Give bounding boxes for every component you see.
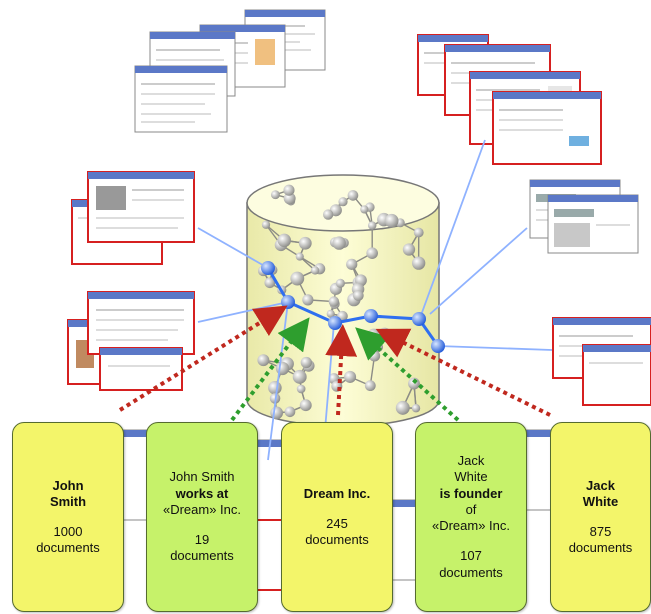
- page-connectors: [197, 139, 553, 461]
- card-text: 107: [460, 548, 482, 564]
- graph-node: [283, 184, 295, 196]
- highlighted-node: [412, 312, 426, 326]
- graph-node: [335, 278, 345, 288]
- graph-node: [296, 384, 306, 394]
- graph-node: [322, 209, 334, 220]
- card-text: Dream Inc.: [303, 485, 371, 501]
- graph-node: [300, 356, 312, 369]
- card-text: White: [582, 493, 619, 509]
- page-thumb: [87, 291, 195, 355]
- graph-node: [290, 271, 305, 286]
- graph-node: [344, 370, 357, 383]
- page-thumb: [134, 65, 228, 133]
- card-text: 875: [589, 524, 612, 539]
- graph-node: [298, 236, 312, 250]
- graph-node: [353, 290, 364, 301]
- green-arrow: [230, 317, 310, 422]
- card-text: documents: [568, 540, 633, 556]
- graph-node: [261, 220, 271, 229]
- graph-node: [277, 233, 292, 248]
- card-text: of: [465, 501, 477, 517]
- card-text: White: [454, 469, 488, 485]
- card-text: 245: [326, 515, 348, 531]
- graph-node: [310, 266, 320, 275]
- red-arrow: [375, 328, 551, 417]
- graph-node: [270, 190, 280, 200]
- graph-node: [364, 380, 376, 392]
- card-text: Smith: [49, 493, 87, 509]
- graph-node: [346, 258, 358, 270]
- card-text: documents: [170, 548, 234, 564]
- graph-node: [295, 252, 304, 261]
- card-text: 19: [194, 532, 210, 548]
- graph-node: [268, 380, 282, 395]
- graph-node: [378, 327, 392, 341]
- graph-node: [367, 221, 377, 230]
- graph-node: [384, 213, 399, 228]
- card-text: John: [52, 477, 84, 493]
- graph-node: [292, 369, 307, 384]
- graph-node: [411, 404, 421, 413]
- highlighted-node: [364, 309, 378, 323]
- graph-node: [366, 247, 378, 259]
- dotted-arrows: [118, 305, 551, 422]
- card-text: Jack: [457, 453, 485, 469]
- card-text: documents: [36, 540, 100, 556]
- card-text: documents: [305, 532, 369, 548]
- page-thumb: [87, 171, 195, 243]
- card-text: Jack: [586, 477, 615, 493]
- graph-node: [275, 361, 290, 376]
- page-thumb: [492, 91, 602, 165]
- graph-node: [270, 406, 284, 420]
- graph-node: [413, 227, 424, 238]
- page-thumb: [582, 344, 651, 406]
- graph-node: [411, 256, 426, 270]
- highlighted-nodes: [261, 261, 445, 353]
- graph-node: [283, 192, 296, 205]
- card-text: 1000: [53, 524, 83, 539]
- graph-node: [299, 399, 312, 412]
- highlighted-node: [261, 261, 275, 275]
- page-thumb: [547, 194, 639, 254]
- graph-node: [257, 354, 270, 367]
- graph-node: [284, 406, 296, 418]
- card-text: is founder: [439, 485, 503, 501]
- graph-node: [347, 190, 359, 201]
- graph-node: [328, 296, 340, 307]
- card-text: works at: [175, 485, 229, 501]
- graph-node: [264, 277, 276, 289]
- graph-node: [332, 236, 346, 250]
- card-text: «Dream» Inc.: [431, 518, 511, 534]
- highlighted-node: [431, 339, 445, 353]
- card-text: documents: [439, 564, 503, 580]
- graph-node: [326, 309, 335, 318]
- card-text: John Smith: [169, 469, 235, 485]
- highlighted-node: [328, 316, 342, 330]
- page-thumb: [99, 347, 183, 391]
- graph-node: [302, 294, 314, 306]
- card-text: «Dream» Inc.: [162, 501, 242, 517]
- highlighted-node: [281, 295, 295, 309]
- graph-node: [402, 243, 416, 256]
- graph-node: [338, 197, 348, 207]
- graph-node: [360, 205, 369, 214]
- graph-node: [395, 400, 410, 415]
- red-arrow: [118, 305, 288, 412]
